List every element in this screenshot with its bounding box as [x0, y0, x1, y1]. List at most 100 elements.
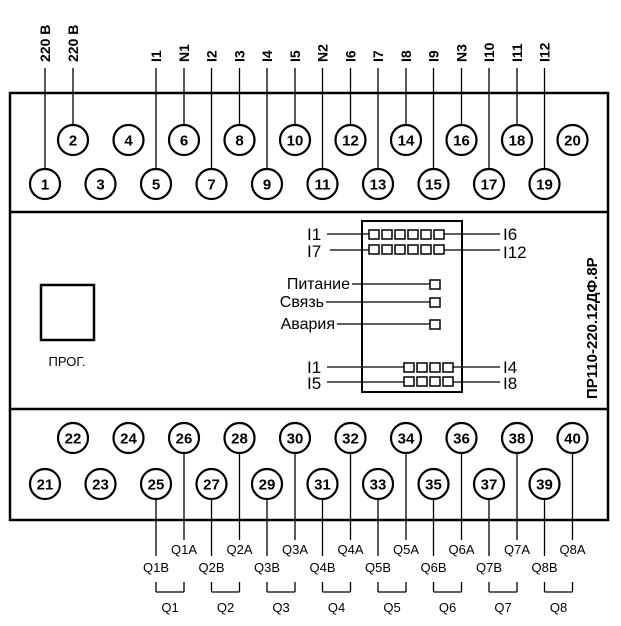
terminal-32[interactable]: 32 — [334, 421, 367, 455]
terminal-6[interactable]: 6 — [167, 123, 201, 157]
terminal-9[interactable]: 9 — [250, 167, 284, 201]
led-output — [442, 376, 454, 387]
terminal-34[interactable]: 34 — [389, 421, 423, 455]
terminal-circle[interactable] — [28, 167, 62, 201]
terminal-circle[interactable] — [389, 123, 423, 157]
terminal-circle[interactable] — [56, 421, 90, 455]
terminal-number: 29 — [259, 477, 276, 494]
top-label: 220 В — [37, 25, 53, 62]
output-a-label: Q7A — [504, 542, 530, 557]
terminal-number: 3 — [96, 177, 104, 194]
led-input — [407, 229, 419, 240]
terminal-21[interactable]: 21 — [28, 467, 62, 501]
output-a-label: Q6A — [448, 542, 474, 557]
terminal-11[interactable]: 11 — [306, 167, 339, 201]
terminal-13[interactable]: 13 — [361, 167, 395, 201]
terminal-5[interactable]: 5 — [139, 167, 173, 201]
model-label: ПР110-220.12ДФ.8Р — [584, 257, 601, 399]
terminal-14[interactable]: 14 — [389, 123, 423, 157]
terminal-circle[interactable] — [500, 123, 534, 157]
terminal-circle[interactable] — [306, 167, 339, 201]
top-label: I7 — [370, 50, 386, 62]
terminal-circle[interactable] — [84, 167, 117, 201]
terminal-circle[interactable] — [361, 167, 395, 201]
prog-connector[interactable] — [39, 283, 96, 342]
terminal-circle[interactable] — [28, 467, 62, 501]
terminal-circle[interactable] — [417, 167, 450, 201]
terminal-circle[interactable] — [472, 167, 506, 201]
terminal-35[interactable]: 35 — [417, 467, 450, 501]
terminal-number: 27 — [203, 477, 220, 494]
terminal-36[interactable]: 36 — [445, 421, 478, 455]
output-group-label: Q7 — [494, 600, 511, 615]
terminal-circle[interactable] — [556, 123, 589, 157]
terminal-circle[interactable] — [56, 123, 90, 157]
terminal-7[interactable]: 7 — [195, 167, 228, 201]
terminal-circle[interactable] — [112, 421, 145, 455]
top-label: I10 — [481, 42, 497, 62]
terminal-38[interactable]: 38 — [500, 421, 534, 455]
terminal-circle[interactable] — [445, 123, 478, 157]
terminal-29[interactable]: 29 — [250, 467, 284, 501]
output-b-label: Q8B — [531, 560, 557, 575]
terminal-circle[interactable] — [112, 123, 145, 157]
terminal-circle[interactable] — [278, 123, 312, 157]
terminal-18[interactable]: 18 — [500, 123, 534, 157]
terminal-number: 17 — [481, 177, 498, 194]
input-row2-left-label: I7 — [307, 242, 321, 261]
terminal-circle[interactable] — [167, 123, 201, 157]
terminal-number: 26 — [176, 431, 193, 448]
terminal-circle[interactable] — [84, 467, 117, 501]
led-output — [429, 362, 441, 373]
top-leads — [44, 68, 546, 169]
output-a-label: Q8A — [559, 542, 585, 557]
terminal-17[interactable]: 17 — [472, 167, 506, 201]
top-label: I8 — [398, 50, 414, 62]
terminal-number: 12 — [342, 133, 359, 150]
terminal-16[interactable]: 16 — [445, 123, 478, 157]
terminal-19[interactable]: 19 — [528, 167, 561, 201]
terminal-24[interactable]: 24 — [112, 421, 145, 455]
top-label: I3 — [232, 50, 248, 62]
terminal-23[interactable]: 23 — [84, 467, 117, 501]
terminal-27[interactable]: 27 — [195, 467, 228, 501]
terminal-28[interactable]: 28 — [223, 421, 256, 455]
terminal-40[interactable]: 40 — [556, 421, 589, 455]
terminal-circle[interactable] — [223, 123, 256, 157]
terminal-8[interactable]: 8 — [223, 123, 256, 157]
terminal-circle[interactable] — [250, 167, 284, 201]
terminal-25[interactable]: 25 — [139, 467, 173, 501]
led-input — [407, 244, 419, 255]
output-row1-right-label: I4 — [503, 358, 517, 377]
terminal-12[interactable]: 12 — [334, 123, 367, 157]
led-input — [368, 244, 380, 255]
terminal-circle[interactable] — [195, 167, 228, 201]
terminal-22[interactable]: 22 — [56, 421, 90, 455]
terminal-number: 21 — [37, 477, 54, 494]
terminal-4[interactable]: 4 — [112, 123, 145, 157]
terminal-33[interactable]: 33 — [361, 467, 395, 501]
terminal-26[interactable]: 26 — [167, 421, 201, 455]
led-power — [429, 279, 441, 290]
terminal-31[interactable]: 31 — [306, 467, 339, 501]
terminal-circle[interactable] — [139, 167, 173, 201]
terminal-15[interactable]: 15 — [417, 167, 450, 201]
terminal-39[interactable]: 39 — [528, 467, 561, 501]
terminal-10[interactable]: 10 — [278, 123, 312, 157]
terminal-1[interactable]: 1 — [28, 167, 62, 201]
terminal-37[interactable]: 37 — [472, 467, 506, 501]
top-label: N2 — [315, 44, 331, 62]
terminal-3[interactable]: 3 — [84, 167, 117, 201]
terminal-30[interactable]: 30 — [278, 421, 312, 455]
terminal-20[interactable]: 20 — [556, 123, 589, 157]
terminal-2[interactable]: 2 — [56, 123, 90, 157]
terminal-circle[interactable] — [528, 167, 561, 201]
terminal-number: 19 — [536, 177, 553, 194]
terminal-number: 34 — [398, 431, 415, 448]
terminal-circle[interactable] — [334, 123, 367, 157]
